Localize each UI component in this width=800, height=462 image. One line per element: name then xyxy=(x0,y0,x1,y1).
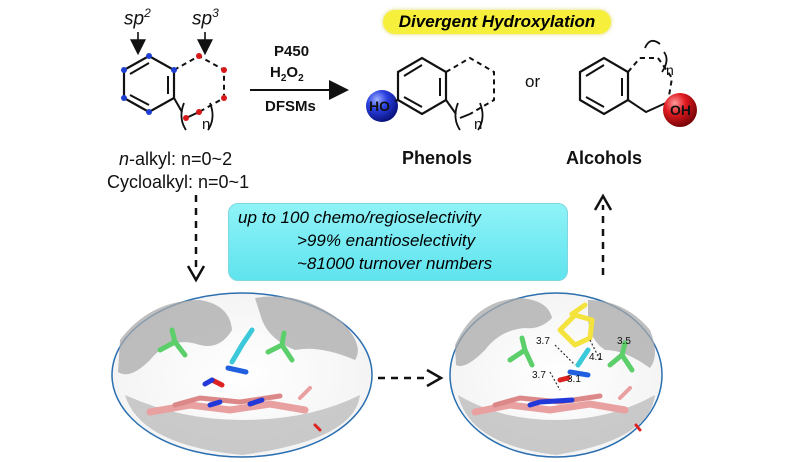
substrate-n-label: n xyxy=(202,116,211,133)
sp3-label: sp3 xyxy=(192,6,219,30)
sp3-label-sup: 3 xyxy=(212,6,219,20)
phenol-structure xyxy=(366,56,495,131)
sp2-dot xyxy=(146,109,152,115)
phenol-ho-label: HO xyxy=(369,98,390,114)
cycloalkyl-condition: Cycloalkyl: n=0~1 xyxy=(107,172,250,192)
sp3-dot xyxy=(196,109,202,115)
right-active-site-pocket xyxy=(449,292,663,458)
alkyl-condition: n-alkyl: n=0~2 xyxy=(119,149,232,170)
phenol-n-label: n xyxy=(474,116,483,133)
distance-label: 4.1 xyxy=(589,352,603,363)
distance-label: 3.5 xyxy=(617,336,631,347)
or-label: or xyxy=(525,72,541,91)
oxidant-sub1: 2 xyxy=(280,73,287,84)
title-banner: Divergent Hydroxylation xyxy=(383,10,611,34)
alcohols-label: Alcohols xyxy=(566,148,643,168)
sp3-dot xyxy=(183,115,189,121)
alcohol-oh-label: OH xyxy=(670,102,691,118)
stat-selectivity: up to 100 chemo/regioselectivity xyxy=(238,208,481,227)
additive-label: DFSMs xyxy=(265,98,316,115)
left-active-site-pocket xyxy=(111,292,373,458)
oxidant-h: H xyxy=(270,64,281,81)
alkyl-condition-text: -alkyl: n=0~2 xyxy=(129,149,233,169)
sp3-dot xyxy=(221,67,227,73)
distance-label: 3.1 xyxy=(567,374,581,385)
oxidant-label: H2O2 xyxy=(270,64,304,84)
alkyl-prefix: n xyxy=(119,149,130,169)
phenols-label: Phenols xyxy=(402,148,473,168)
stat-enantioselectivity: >99% enantioselectivity xyxy=(297,231,476,250)
stat-turnover: ~81000 turnover numbers xyxy=(297,254,493,273)
sp2-dot xyxy=(146,53,152,59)
sp3-dot xyxy=(196,53,202,59)
alcohol-structure xyxy=(578,39,697,127)
enzyme-label: P450 xyxy=(274,43,310,60)
sp2-dot xyxy=(121,67,127,73)
substrate-structure xyxy=(121,32,227,131)
sp2-dot xyxy=(171,67,177,73)
phenol-oh-sphere xyxy=(366,90,398,122)
alcohol-n-label: n xyxy=(666,62,674,78)
sp3-dot xyxy=(221,95,227,101)
oxidant-o: O xyxy=(286,64,299,81)
distance-label: 3.7 xyxy=(536,336,550,347)
sp2-label: sp2 xyxy=(124,6,151,30)
sp3-label-text: sp xyxy=(192,8,213,30)
stats-box: up to 100 chemo/regioselectivity >99% en… xyxy=(228,203,568,281)
oxidant-sub2: 2 xyxy=(298,73,304,84)
sp2-label-sup: 2 xyxy=(144,6,151,20)
sp2-dot xyxy=(121,95,127,101)
sp2-label-text: sp xyxy=(124,8,145,30)
distance-label: 3.7 xyxy=(532,370,546,381)
alcohol-oh-sphere xyxy=(663,93,697,127)
